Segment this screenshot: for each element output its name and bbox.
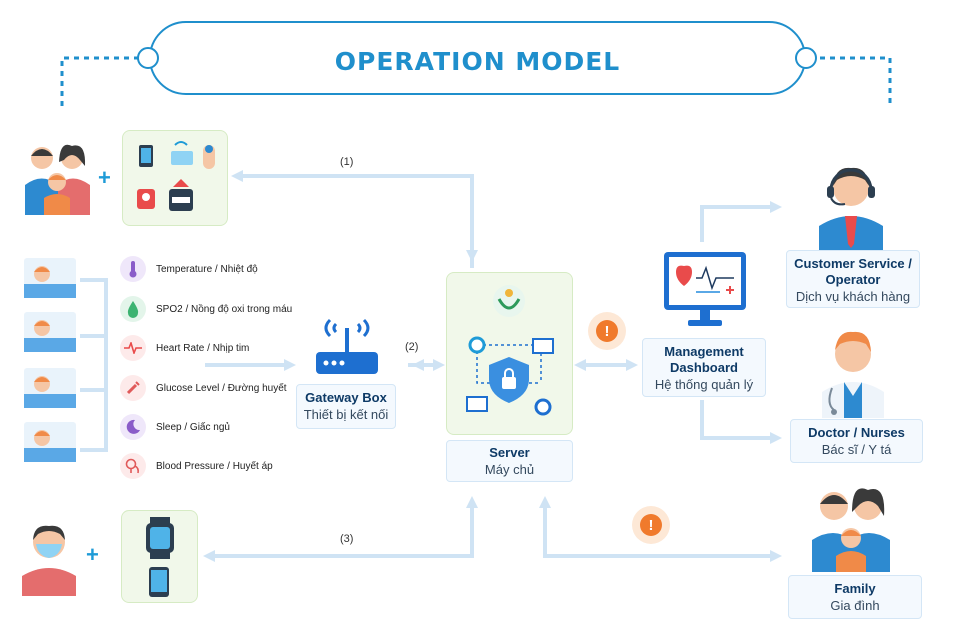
monitor-icon	[664, 252, 746, 326]
moon-icon	[120, 414, 146, 440]
router-icon	[316, 318, 378, 374]
smartwatch-phone-icon	[146, 517, 174, 597]
page-title: OPERATION MODEL	[334, 46, 621, 76]
patient-bed-icon	[24, 422, 76, 462]
connector-label-3: (3)	[340, 533, 354, 545]
plus-icon: +	[86, 542, 99, 567]
wearable-devices-card	[121, 510, 198, 603]
patient-bed-icon	[24, 368, 76, 408]
operator-headset-icon	[819, 167, 883, 250]
plus-icon: +	[98, 165, 111, 190]
metric-blood-pressure: Blood Pressure / Huyết áp	[120, 453, 273, 479]
metric-sleep: Sleep / Giấc ngủ	[120, 414, 230, 440]
home-devices-icon	[137, 141, 215, 211]
dashboard-label: Management Dashboard Hệ thống quản lý	[642, 338, 766, 397]
home-devices-card	[122, 130, 228, 226]
heart-rate-icon	[120, 335, 146, 361]
alert-icon: !	[588, 312, 626, 350]
masked-person-icon	[22, 525, 76, 596]
metric-spo2: SPO2 / Nồng độ oxi trong máu	[120, 296, 292, 322]
doctor-label: Doctor / Nurses Bác sĩ / Y tá	[790, 419, 923, 463]
syringe-icon	[120, 375, 146, 401]
doctor-icon	[822, 331, 884, 418]
gateway-label: Gateway Box Thiết bị kết nối	[296, 384, 396, 429]
connector-label-2: (2)	[405, 341, 419, 353]
patient-bed-icon	[24, 258, 76, 298]
blood-pressure-icon	[120, 453, 146, 479]
server-card	[446, 272, 573, 435]
server-security-icon	[466, 285, 554, 416]
metric-heart-rate: Heart Rate / Nhịp tim	[120, 335, 249, 361]
oxygen-drop-icon	[120, 296, 146, 322]
alert-icon: !	[632, 506, 670, 544]
family-label: Family Gia đình	[788, 575, 922, 619]
parents-child-icon	[25, 144, 90, 215]
metric-temperature: Temperature / Nhiệt độ	[120, 256, 258, 282]
metric-glucose: Glucose Level / Đường huyết	[120, 375, 287, 401]
connector-label-1: (1)	[340, 156, 354, 168]
family-icon	[812, 488, 890, 572]
server-label: Server Máy chủ	[446, 440, 573, 482]
thermometer-icon	[120, 256, 146, 282]
customer-service-label: Customer Service / Operator Dịch vụ khác…	[786, 250, 920, 308]
patient-bed-icon	[24, 312, 76, 352]
